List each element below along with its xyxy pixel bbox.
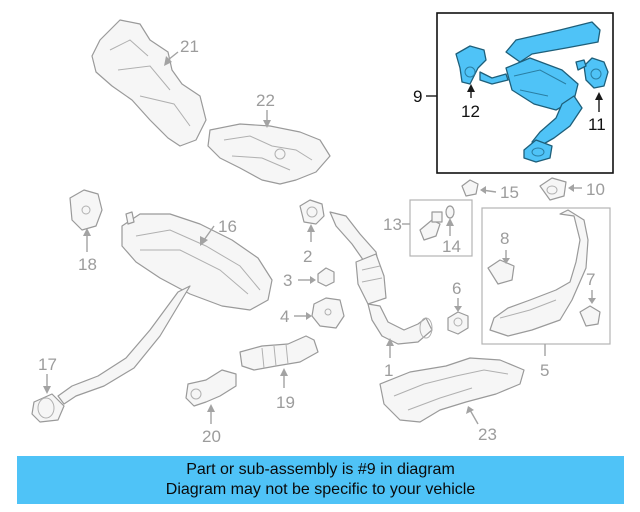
banner-line-1: Part or sub-assembly is #9 in diagram (186, 461, 455, 478)
group-5-frame (481, 207, 611, 345)
callout-7: 7 (586, 270, 595, 289)
callout-6: 6 (452, 279, 461, 298)
callout-1: 1 (384, 361, 393, 380)
part-17-tail-pipe[interactable] (31, 285, 191, 423)
part-8-hanger[interactable] (487, 259, 515, 285)
part-2-gasket[interactable] (299, 199, 325, 225)
part-3-hanger[interactable] (317, 267, 335, 287)
callout-10: 10 (586, 180, 605, 199)
callout-18: 18 (78, 255, 97, 274)
callout-14: 14 (442, 237, 461, 256)
callout-19: 19 (276, 393, 295, 412)
exhaust-parts-diagram: 21 22 18 16 17 2 3 (31, 12, 614, 446)
part-7-hanger[interactable] (579, 305, 601, 327)
part-1-front-pipe[interactable] (329, 211, 433, 345)
part-23-heat-shield[interactable] (379, 357, 525, 423)
part-15-gasket[interactable] (461, 179, 479, 197)
part-14-gasket[interactable] (445, 205, 455, 219)
part-9-rear-muffler-assembly[interactable] (455, 21, 609, 163)
part-19-flex-pipe[interactable] (239, 335, 319, 371)
callout-2: 2 (303, 247, 312, 266)
part-6-gasket[interactable] (447, 311, 469, 335)
part-10-gasket[interactable] (539, 177, 567, 201)
callout-23: 23 (478, 425, 497, 444)
callout-20: 20 (202, 427, 221, 446)
part-16-muffler[interactable] (121, 211, 273, 311)
part-9-frame (436, 12, 614, 174)
callout-15: 15 (500, 183, 519, 202)
callout-21: 21 (180, 37, 199, 56)
part-5-center-muffler[interactable] (489, 209, 589, 337)
part-20-clamp[interactable] (185, 369, 237, 407)
callout-8: 8 (500, 229, 509, 248)
banner-line-2: Diagram may not be specific to your vehi… (165, 481, 476, 498)
callout-17: 17 (38, 355, 57, 374)
callout-22: 22 (256, 91, 275, 110)
callout-12: 12 (461, 102, 480, 121)
part-22-heat-shield[interactable] (207, 123, 331, 185)
part-13-sensor[interactable] (419, 211, 443, 241)
part-18-bracket[interactable] (69, 189, 103, 231)
callout-13: 13 (383, 215, 402, 234)
group-13-frame (409, 199, 473, 257)
callout-16: 16 (218, 217, 237, 236)
callout-5: 5 (540, 361, 549, 380)
info-banner: Part or sub-assembly is #9 in diagram Di… (17, 456, 624, 504)
callout-11: 11 (588, 115, 606, 134)
part-4-bracket[interactable] (311, 297, 345, 329)
callout-4: 4 (280, 307, 289, 326)
callout-3: 3 (283, 271, 292, 290)
part-21-heat-shield[interactable] (91, 19, 207, 147)
callout-9: 9 (413, 87, 422, 106)
